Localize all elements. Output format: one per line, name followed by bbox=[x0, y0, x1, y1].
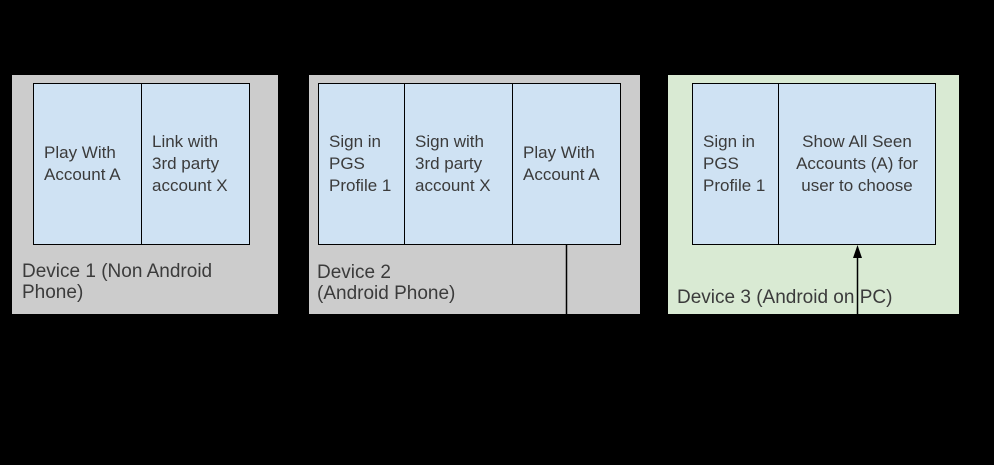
device-2-label: Device 2 (Android Phone) bbox=[317, 262, 456, 304]
device-1-label: Device 1 (Non Android Phone) bbox=[22, 261, 213, 303]
device-3-steps: Sign in PGS Profile 1 Show All Seen Acco… bbox=[692, 83, 936, 245]
step-link-3rd-party-account: Link with 3rd party account X bbox=[141, 84, 249, 244]
step-play-with-account-a: Play With Account A bbox=[34, 84, 141, 244]
device-1-panel: Play With Account A Link with 3rd party … bbox=[12, 75, 278, 314]
device-3-panel: Sign in PGS Profile 1 Show All Seen Acco… bbox=[668, 75, 959, 314]
step-sign-in-pgs-profile-1: Sign in PGS Profile 1 bbox=[319, 84, 404, 244]
device-2-steps: Sign in PGS Profile 1 Sign with 3rd part… bbox=[318, 83, 621, 245]
step-play-with-account-a: Play With Account A bbox=[512, 84, 620, 244]
device-1-steps: Play With Account A Link with 3rd party … bbox=[33, 83, 250, 245]
step-show-all-seen-accounts: Show All Seen Accounts (A) for user to c… bbox=[778, 84, 935, 244]
device-3-label: Device 3 (Android on PC) bbox=[677, 287, 893, 308]
step-sign-with-3rd-party-account: Sign with 3rd party account X bbox=[404, 84, 512, 244]
step-sign-in-pgs-profile-1: Sign in PGS Profile 1 bbox=[693, 84, 778, 244]
device-2-panel: Sign in PGS Profile 1 Sign with 3rd part… bbox=[309, 75, 640, 314]
